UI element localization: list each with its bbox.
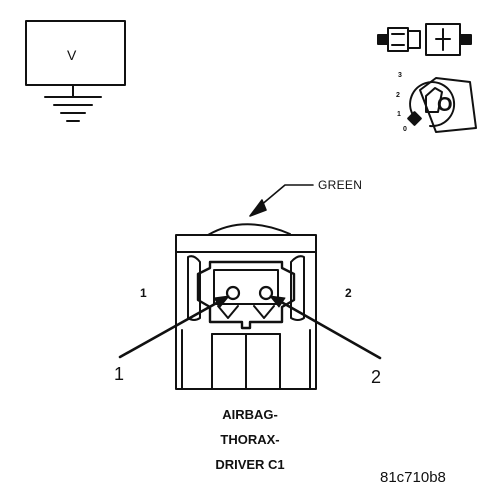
key-position-label: 2 (396, 92, 400, 99)
connector-body (175, 223, 317, 390)
terminal-cavities (225, 285, 274, 301)
voltmeter-symbol: V (67, 47, 77, 63)
connector-name-line: THORAX- (220, 432, 280, 447)
wire-color-leader (249, 184, 314, 217)
cavity-2-label: 2 (345, 286, 352, 300)
wire-color-label: GREEN (318, 178, 363, 192)
cavity-1-terminal (225, 285, 241, 301)
cavity-2-terminal (258, 285, 274, 301)
connector-name-line: DRIVER C1 (215, 457, 285, 472)
cavity-1-label: 1 (140, 286, 147, 300)
ignition-key-off-icon (407, 77, 477, 133)
key-off-letter: O (437, 94, 453, 116)
connector-name-line: AIRBAG- (222, 407, 278, 422)
callout-2-label: 2 (371, 367, 382, 387)
callout-1-label: 1 (114, 364, 125, 384)
key-position-label: 3 (398, 72, 402, 79)
key-position-label: 0 (403, 126, 407, 133)
callout-arrows (118, 295, 382, 360)
connector-name: AIRBAG- THORAX- DRIVER C1 (190, 408, 310, 483)
voltmeter-icon (25, 20, 126, 122)
key-position-label: 1 (397, 111, 401, 118)
figure-id: 81c710b8 (380, 469, 446, 486)
connector-disconnect-icon (377, 23, 472, 56)
